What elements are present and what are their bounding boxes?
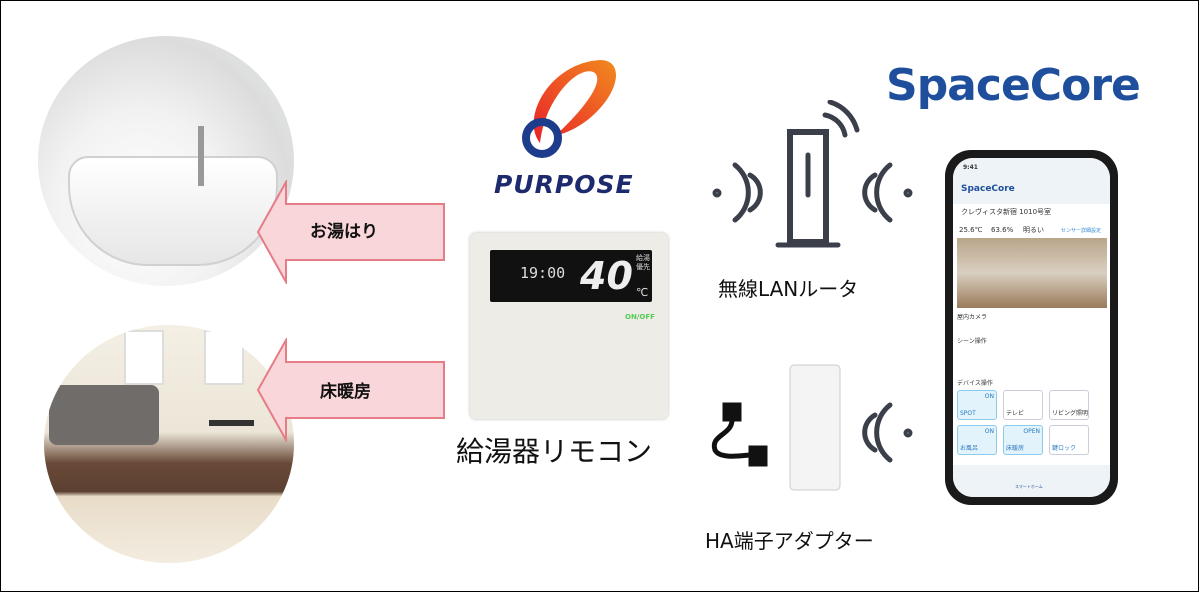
window [124,330,164,385]
label-router: 無線LANルータ [718,277,859,301]
arrow-bath-fill [256,180,445,284]
remote-display: 19:00 40 給湯優先 ℃ [490,250,652,302]
table [209,420,254,426]
bathtub [68,156,278,266]
faucet [198,126,204,186]
display-time: 19:00 [520,264,566,282]
power-button[interactable]: ON/OFF [625,313,655,321]
label-remote: 給湯器リモコン [456,435,653,468]
scene-header: シーン操作 [957,338,987,345]
phone-screen: 9:41 SpaceCore クレヴィスタ新宿 1010号室 25.6℃ 63.… [953,158,1110,497]
arrow-floor-heating [256,338,445,442]
humidity: 63.6% [991,226,1014,234]
label-floor-heating: 床暖房 [320,382,371,402]
nav-smart-home[interactable]: スマートホーム [1015,484,1043,489]
purpose-logo-text: PURPOSE [494,170,634,199]
ha-adapter-icon [711,364,913,491]
display-temp: 40 [580,254,633,298]
bathtub-photo [38,36,294,286]
device-tile[interactable]: 鍵ロック [1049,425,1089,455]
app-logo: SpaceCore [961,184,1015,194]
camera-feed[interactable] [957,238,1107,308]
brightness: 明るい [1023,226,1044,234]
temperature: 25.6℃ [959,226,983,234]
smartphone: 9:41 SpaceCore クレヴィスタ新宿 1010号室 25.6℃ 63.… [945,150,1118,505]
device-header: デバイス操作 [957,380,993,387]
window [204,330,244,385]
purpose-logo-mark [522,60,617,158]
camera-label: 屋内カメラ [957,314,988,321]
water-heater-remote: 19:00 40 給湯優先 ℃ ON/OFF [470,233,668,419]
living-room-photo [44,325,294,563]
router-icon [712,100,913,248]
label-adapter: HA端子アダプター [705,529,874,553]
sofa [49,385,159,445]
device-tile[interactable]: リビング照明 [1049,390,1089,420]
display-unit: ℃ [636,286,649,299]
sensor-link[interactable]: センサー詳細設定 [1061,228,1102,234]
spacecore-logo: SpaceCore [886,60,1141,111]
label-bath-fill: お湯はり [310,222,378,242]
status-time: 9:41 [963,164,978,171]
room-name: クレヴィスタ新宿 1010号室 [961,208,1052,216]
device-tile[interactable]: テレビ [1003,390,1043,420]
display-mode: 給湯優先 [636,254,650,271]
